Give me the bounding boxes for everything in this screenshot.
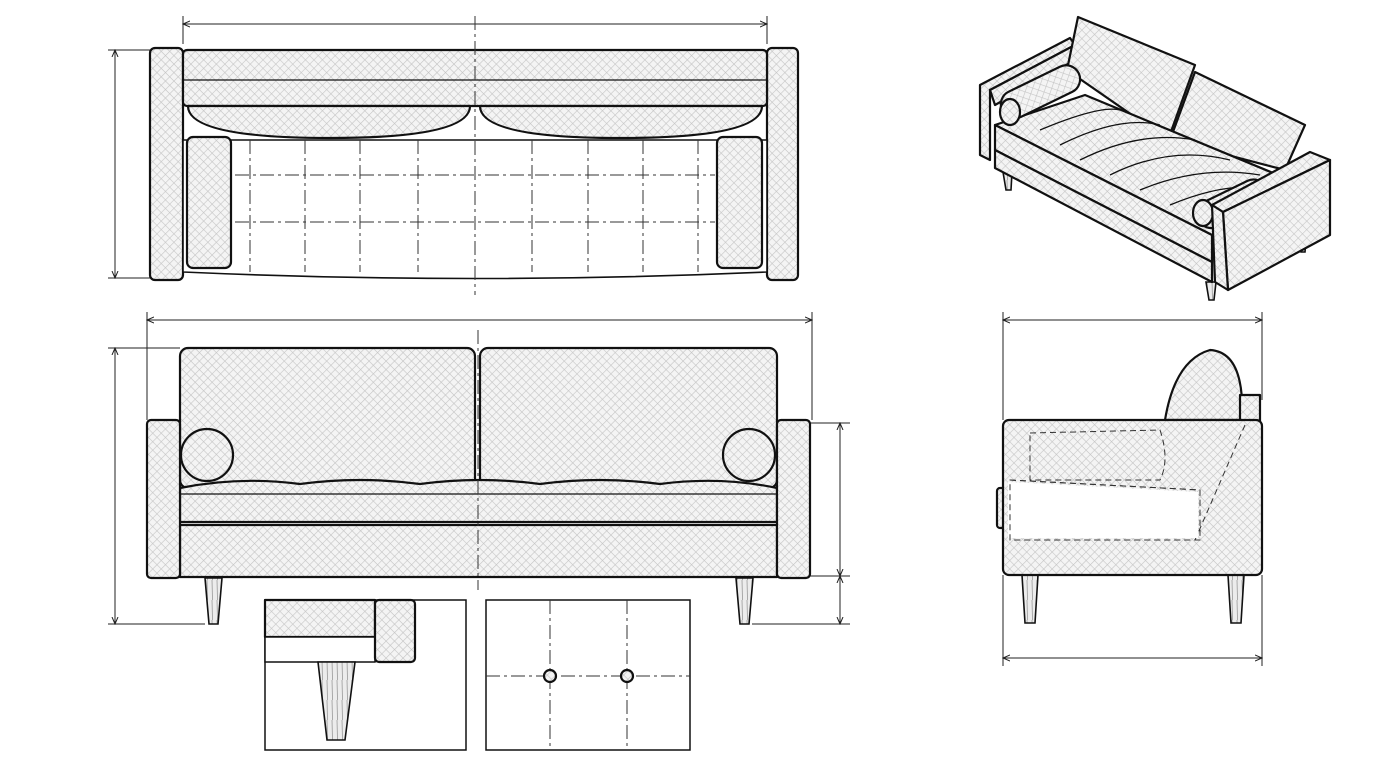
- iso-base: [993, 148, 1214, 284]
- arm-section: [373, 598, 417, 664]
- seat-cushion-front: [178, 478, 779, 524]
- tuft-button: [542, 668, 558, 684]
- round-bolster-left: [179, 427, 235, 483]
- tufting-detail: [485, 599, 691, 751]
- back-cushion-left-top: [186, 104, 472, 140]
- leg-taper: [317, 661, 356, 741]
- side-view: [995, 312, 1264, 666]
- frame-rail: [264, 636, 376, 663]
- round-bolster-right: [721, 427, 777, 483]
- right-arm-front: [775, 418, 812, 580]
- side-back-cushion: [1163, 348, 1244, 422]
- left-arm-front: [145, 418, 182, 580]
- bolster-right: [715, 135, 764, 270]
- left-arm: [148, 46, 185, 282]
- side-leg-front: [1021, 574, 1039, 624]
- tuft-button: [619, 668, 635, 684]
- right-arm: [765, 46, 800, 282]
- isometric-view: [978, 15, 1332, 301]
- leg-detail: [263, 598, 467, 751]
- front-leg-right: [735, 577, 754, 625]
- top-view: [108, 16, 800, 295]
- front-view: [108, 312, 850, 624]
- side-leg-back: [1227, 574, 1245, 624]
- front-leg-left: [204, 577, 223, 625]
- back-cushion-right-top: [478, 104, 764, 140]
- bolster-left: [185, 135, 233, 270]
